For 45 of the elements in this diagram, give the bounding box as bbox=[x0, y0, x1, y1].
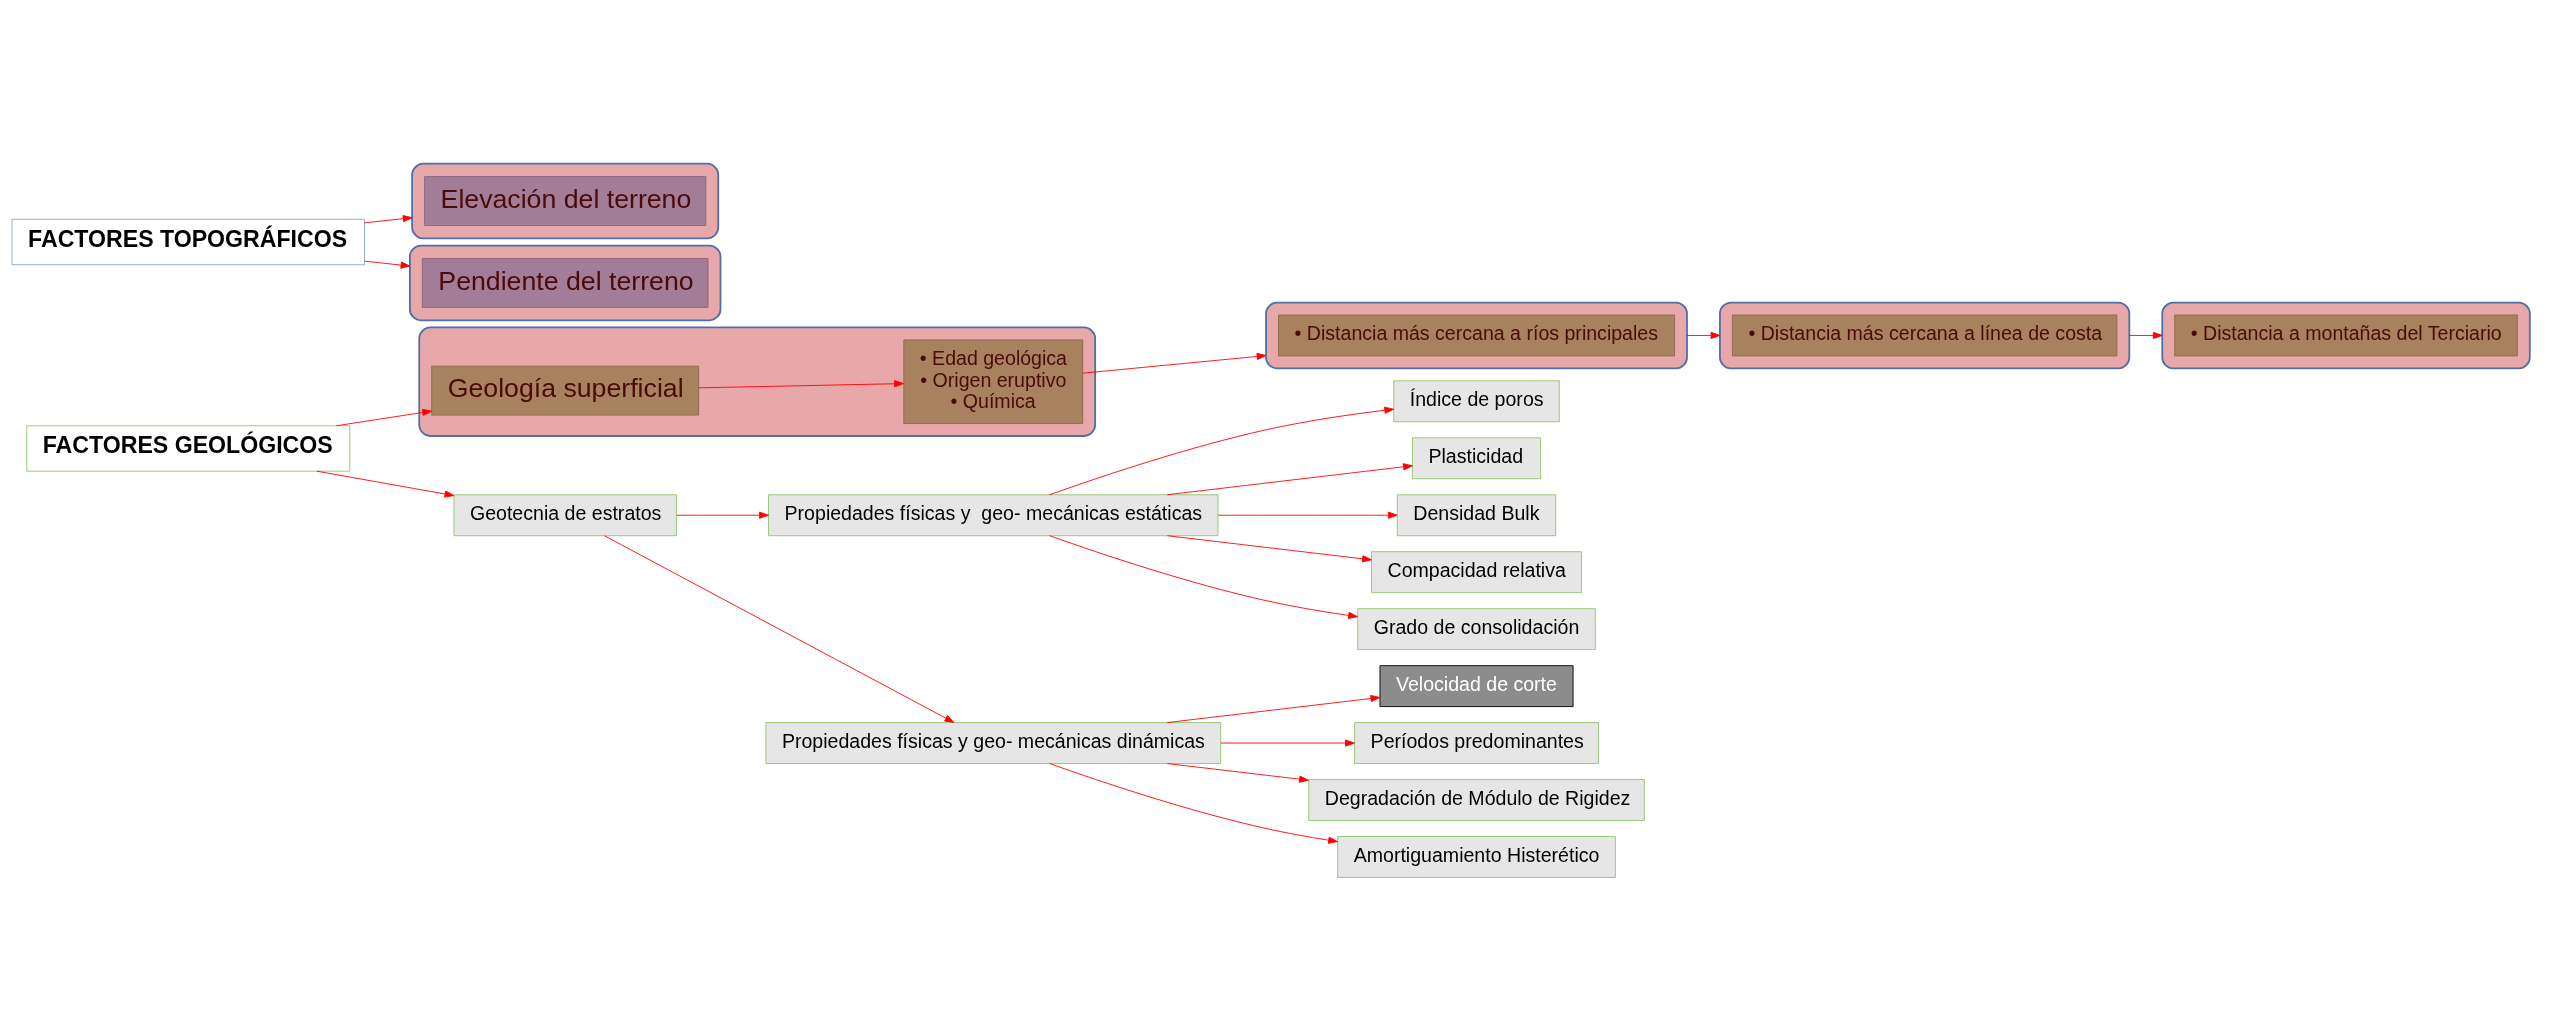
arrow bbox=[1166, 763, 1309, 783]
cluster bbox=[409, 244, 722, 322]
arrow bbox=[1049, 406, 1395, 496]
arrow bbox=[335, 408, 433, 427]
node-box: Densidad Bulk bbox=[1396, 494, 1557, 537]
node-box: • Distancia más cercana a línea de costa bbox=[1731, 314, 2118, 357]
node-box: Propiedades físicas y geo- mecánicas dinámicas bbox=[765, 722, 1222, 764]
arrow bbox=[1217, 511, 1398, 519]
arrow bbox=[1082, 352, 1267, 374]
node-box: • Edad geológica • Origen eruptivo • Química bbox=[903, 339, 1084, 424]
node-box: Pendiente del terreno bbox=[421, 258, 709, 308]
node-box: Índice de poros bbox=[1393, 380, 1560, 423]
arrow bbox=[1049, 763, 1338, 844]
arrow bbox=[1049, 535, 1358, 619]
node-box: Grado de consolidación bbox=[1357, 608, 1596, 651]
node-box: Amortiguamiento Histerético bbox=[1337, 836, 1616, 878]
cluster bbox=[411, 162, 720, 240]
cluster bbox=[2161, 301, 2531, 370]
arrow bbox=[604, 535, 955, 723]
node-box: Plasticidad bbox=[1412, 437, 1542, 480]
node-box: FACTORES TOPOGRÁFICOS bbox=[11, 218, 365, 266]
arrow bbox=[676, 511, 769, 519]
node-box: Períodos predominantes bbox=[1354, 722, 1599, 764]
arrow bbox=[1686, 331, 1721, 339]
arrow bbox=[364, 260, 411, 269]
arrow bbox=[1166, 694, 1381, 723]
arrow bbox=[1166, 463, 1413, 496]
node-box: Velocidad de corte bbox=[1379, 665, 1574, 707]
arrow bbox=[1220, 739, 1355, 747]
node-box: Geotecnia de estratos bbox=[453, 494, 677, 537]
cluster bbox=[1265, 301, 1688, 370]
arrow bbox=[364, 215, 413, 224]
node-box: Propiedades físicas y geo- mecánicas estáticas bbox=[768, 494, 1219, 537]
arrow bbox=[316, 470, 455, 498]
node-box: Elevación del terreno bbox=[424, 176, 707, 226]
node-box: FACTORES GEOLÓGICOS bbox=[26, 425, 351, 472]
arrow bbox=[1166, 535, 1372, 563]
arrow bbox=[2128, 331, 2163, 339]
cluster bbox=[1719, 301, 2131, 370]
node-box: • Distancia a montañas del Terciario bbox=[2174, 314, 2518, 357]
node-box: Degradación de Módulo de Rigidez bbox=[1308, 779, 1645, 821]
node-box: Geología superficial bbox=[431, 365, 700, 416]
node-box: • Distancia más cercana a ríos principales bbox=[1278, 314, 1675, 357]
arrow bbox=[698, 380, 904, 389]
node-box: Compacidad relativa bbox=[1371, 551, 1582, 594]
